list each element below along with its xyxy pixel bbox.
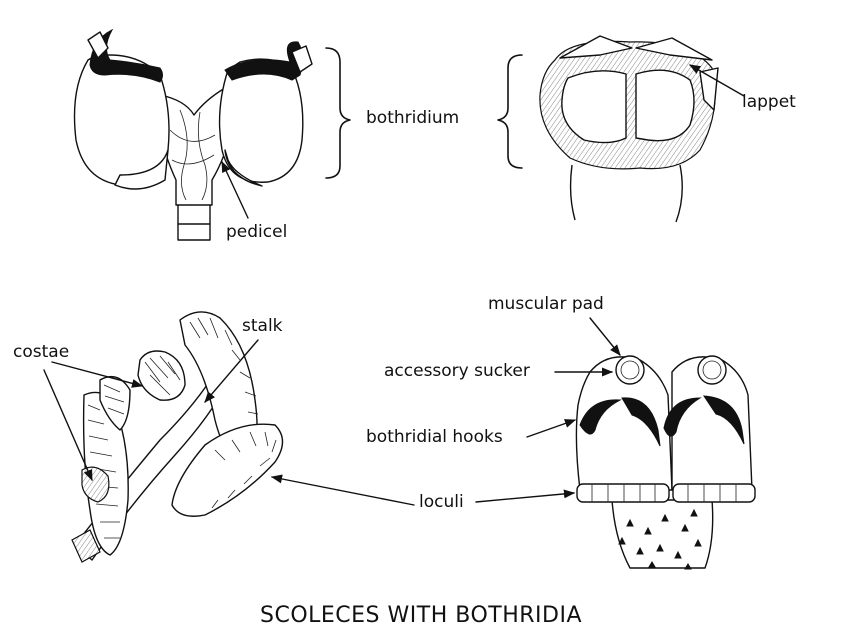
arrow-loculi-left [270, 474, 415, 506]
label-muscular-pad: muscular pad [488, 294, 604, 314]
arrow-stalk [204, 339, 259, 403]
bothridium-bracket-right [497, 54, 523, 169]
scolex-hooks-drawing [575, 355, 756, 570]
arrow-muscular-pad [589, 317, 621, 356]
arrow-lappet [689, 64, 745, 97]
label-pedicel: pedicel [226, 222, 288, 242]
leader-arrows [43, 64, 745, 506]
scolex-stalk-drawing [71, 311, 284, 563]
label-stalk: stalk [242, 316, 283, 336]
bothridium-bracket-left [325, 47, 351, 179]
loculi-row [576, 483, 756, 503]
label-lappet: lappet [742, 92, 796, 112]
arrow-costae-lower [43, 369, 93, 482]
arrow-bothridial-hooks [526, 419, 577, 438]
figure-title: SCOLECES WITH BOTHRIDIA [260, 603, 582, 628]
arrow-loculi-right [475, 489, 576, 503]
scolex-lappet-drawing [539, 35, 719, 223]
label-accessory-sucker: accessory sucker [384, 361, 530, 381]
label-costae: costae [13, 342, 70, 362]
arrow-pedicel [221, 160, 249, 219]
label-bothridium: bothridium [366, 108, 460, 128]
label-loculi: loculi [419, 492, 464, 512]
label-bothridial-hooks: bothridial hooks [366, 427, 503, 447]
neck-spines [618, 508, 702, 570]
scolex-pedicel-drawing [73, 28, 313, 241]
arrow-costae-upper [51, 361, 144, 388]
